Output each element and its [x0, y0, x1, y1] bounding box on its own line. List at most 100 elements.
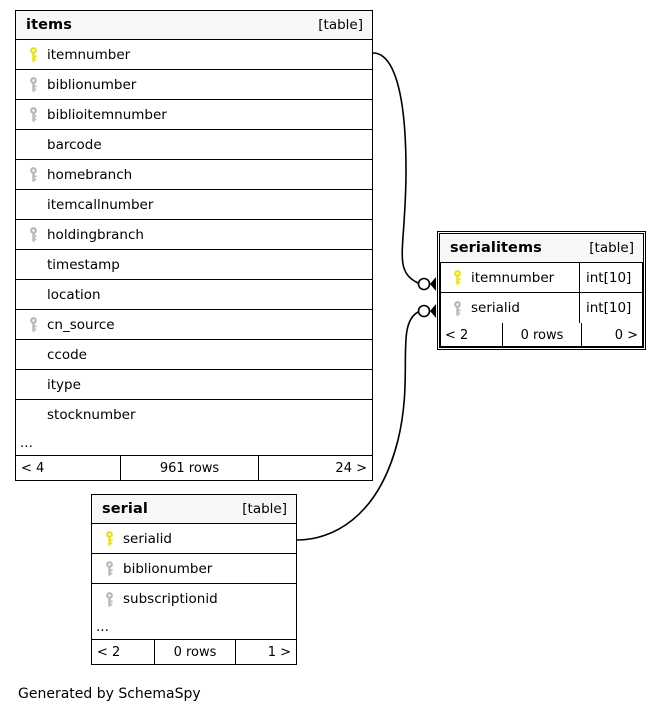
column-label: biblionumber	[47, 76, 137, 93]
table-serial-next-button[interactable]: 1 >	[267, 644, 291, 660]
table-serial-title: serial	[102, 501, 148, 517]
column-name-cell: cn_source	[16, 310, 372, 339]
foreign-key-icon	[99, 591, 119, 607]
foreign-key-icon	[23, 317, 43, 333]
column-name-cell: itemnumber	[440, 263, 579, 292]
column-label: serialid	[123, 530, 172, 547]
table-row[interactable]: holdingbranch	[16, 220, 372, 250]
column-label: itemcallnumber	[47, 196, 154, 213]
cardinality-zero-marker	[417, 277, 431, 291]
table-row[interactable]: cn_source	[16, 310, 372, 340]
column-name-cell: itemnumber	[16, 40, 372, 69]
primary-key-icon	[447, 270, 467, 286]
column-label: itype	[47, 376, 81, 393]
column-label: stocknumber	[47, 407, 136, 423]
cardinality-zero-marker	[417, 304, 431, 318]
column-label: itemnumber	[47, 46, 131, 63]
column-name-cell: biblioitemnumber	[16, 100, 372, 129]
table-row[interactable]: serialid	[92, 524, 296, 554]
column-label: itemnumber	[471, 269, 555, 286]
column-label: location	[47, 286, 101, 303]
table-row[interactable]: biblionumber	[16, 70, 372, 100]
no-key-spacer	[23, 347, 43, 363]
table-row[interactable]: location	[16, 280, 372, 310]
table-row[interactable]: biblioitemnumber	[16, 100, 372, 130]
table-serialitems-footer: < 2 0 rows 0 >	[440, 323, 643, 347]
column-label: timestamp	[47, 256, 120, 273]
column-label: subscriptionid	[123, 591, 218, 607]
column-label: serialid	[471, 300, 520, 316]
primary-key-icon	[23, 47, 43, 63]
table-row[interactable]: biblionumber	[92, 554, 296, 584]
table-serial-header: serial [table]	[92, 495, 296, 524]
table-items-columns: itemnumber biblionumber biblioitemnumber ba…	[16, 40, 372, 430]
table-serial-tag: [table]	[242, 501, 287, 517]
table-items-next-button[interactable]: 24 >	[335, 460, 367, 476]
column-name-cell: holdingbranch	[16, 220, 372, 249]
column-name-cell: biblionumber	[16, 70, 372, 99]
table-row[interactable]: serialid int[10]	[440, 293, 643, 323]
no-key-spacer	[23, 137, 43, 153]
foreign-key-icon	[99, 561, 119, 577]
column-name-cell: timestamp	[16, 250, 372, 279]
column-name-cell: biblionumber	[92, 554, 296, 583]
table-serial-columns: serialid biblionumber subscriptionid	[92, 524, 296, 614]
column-label: biblioitemnumber	[47, 106, 167, 123]
column-name-cell: itemcallnumber	[16, 190, 372, 219]
no-key-spacer	[23, 407, 43, 423]
relationship-items-serialitems	[372, 52, 436, 291]
column-name-cell: homebranch	[16, 160, 372, 189]
table-serialitems-next-button[interactable]: 0 >	[614, 327, 638, 343]
table-serial-rowcount: 0 rows	[154, 640, 236, 664]
table-items-rowcount: 961 rows	[120, 456, 259, 480]
column-name-cell: stocknumber	[16, 400, 372, 430]
column-label: cn_source	[47, 316, 115, 333]
column-label: holdingbranch	[47, 226, 144, 243]
foreign-key-icon	[23, 167, 43, 183]
table-serial-footer: < 2 0 rows 1 >	[92, 640, 296, 664]
table-items-ellipsis: ...	[16, 430, 372, 456]
column-name-cell: serialid	[92, 524, 296, 553]
column-label: ccode	[47, 346, 87, 363]
table-serial[interactable]: serial [table] serialid biblionumber subsc…	[91, 494, 297, 665]
table-row[interactable]: homebranch	[16, 160, 372, 190]
column-label: biblionumber	[123, 560, 213, 577]
no-key-spacer	[23, 257, 43, 273]
column-type: int[10]	[579, 293, 643, 323]
table-serialitems-rowcount: 0 rows	[502, 323, 582, 347]
no-key-spacer	[23, 287, 43, 303]
foreign-key-icon	[447, 300, 467, 316]
no-key-spacer	[23, 377, 43, 393]
table-serialitems-title: serialitems	[450, 240, 542, 256]
column-name-cell: serialid	[440, 293, 579, 323]
table-row[interactable]: subscriptionid	[92, 584, 296, 614]
primary-key-icon	[99, 531, 119, 547]
generated-by-caption: Generated by SchemaSpy	[18, 686, 201, 702]
column-name-cell: barcode	[16, 130, 372, 159]
table-items-header: items [table]	[16, 11, 372, 40]
column-name-cell: itype	[16, 370, 372, 399]
table-items-footer: < 4 961 rows 24 >	[16, 456, 372, 480]
table-row[interactable]: stocknumber	[16, 400, 372, 430]
foreign-key-icon	[23, 77, 43, 93]
table-row[interactable]: itype	[16, 370, 372, 400]
table-serialitems-tag: [table]	[589, 240, 634, 256]
table-items-tag: [table]	[318, 17, 363, 33]
table-serial-prev-button[interactable]: < 2	[97, 644, 121, 660]
table-row[interactable]: timestamp	[16, 250, 372, 280]
column-label: homebranch	[47, 166, 133, 183]
table-row[interactable]: ccode	[16, 340, 372, 370]
table-serialitems-header: serialitems [table]	[440, 234, 643, 263]
table-row[interactable]: itemcallnumber	[16, 190, 372, 220]
table-items-prev-button[interactable]: < 4	[21, 460, 45, 476]
table-row[interactable]: itemnumber	[16, 40, 372, 70]
column-name-cell: location	[16, 280, 372, 309]
table-row[interactable]: barcode	[16, 130, 372, 160]
no-key-spacer	[23, 197, 43, 213]
table-serialitems-prev-button[interactable]: < 2	[445, 327, 469, 343]
table-serial-ellipsis: ...	[92, 614, 296, 640]
table-items[interactable]: items [table] itemnumber biblionumber bibl…	[15, 10, 373, 481]
